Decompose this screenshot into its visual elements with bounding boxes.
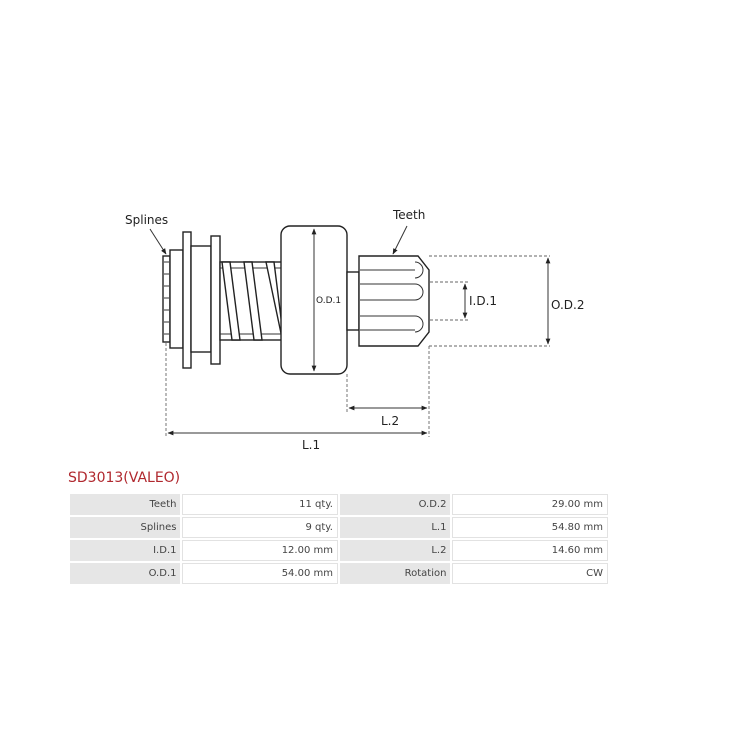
- product-title: SD3013(VALEO): [68, 470, 181, 486]
- callout-splines: Splines: [125, 213, 168, 255]
- label-l1: L.1: [302, 438, 320, 452]
- spec-key: Rotation: [339, 563, 451, 584]
- spec-key: I.D.1: [70, 540, 181, 561]
- washer-flange: [182, 231, 221, 369]
- label-splines: Splines: [125, 213, 168, 227]
- spec-value: 9 qty.: [182, 517, 338, 538]
- dimension-l2: L.2: [348, 405, 428, 428]
- table-row: O.D.1 54.00 mm Rotation CW: [70, 563, 608, 584]
- spec-value: 54.00 mm: [182, 563, 338, 584]
- spec-key: O.D.2: [339, 494, 451, 515]
- spec-table: Teeth 11 qty. O.D.2 29.00 mm Splines 9 q…: [68, 492, 610, 586]
- spec-key: O.D.1: [70, 563, 181, 584]
- pinion-gear: [358, 255, 430, 347]
- spec-key: Splines: [70, 517, 181, 538]
- extension-lines: [165, 255, 550, 437]
- callout-teeth: Teeth: [392, 208, 425, 255]
- spec-value: 11 qty.: [182, 494, 338, 515]
- label-od1: O.D.1: [316, 296, 341, 306]
- spec-key: Teeth: [70, 494, 181, 515]
- spec-value: 14.60 mm: [452, 540, 608, 561]
- table-row: I.D.1 12.00 mm L.2 14.60 mm: [70, 540, 608, 561]
- spec-value: CW: [452, 563, 608, 584]
- splined-hub: [162, 249, 184, 349]
- dimension-id1: I.D.1: [462, 283, 497, 319]
- table-row: Splines 9 qty. L.1 54.80 mm: [70, 517, 608, 538]
- spec-key: L.2: [339, 540, 451, 561]
- starter-drive-diagram: O.D.1 I.D.1 O.D.2 L.2 L.1 Splines Teeth: [125, 208, 584, 452]
- label-l2: L.2: [381, 414, 399, 428]
- spec-key: L.1: [339, 517, 451, 538]
- label-teeth: Teeth: [392, 208, 425, 222]
- spec-value: 54.80 mm: [452, 517, 608, 538]
- label-id1: I.D.1: [469, 294, 497, 308]
- dimension-l1: L.1: [167, 430, 428, 452]
- spec-value: 12.00 mm: [182, 540, 338, 561]
- spec-value: 29.00 mm: [452, 494, 608, 515]
- dimension-od1: O.D.1: [311, 228, 341, 372]
- dimension-od2: O.D.2: [545, 257, 584, 345]
- pinion-shaft: [346, 271, 360, 331]
- spring-coils: [221, 261, 283, 341]
- label-od2: O.D.2: [551, 298, 584, 312]
- table-row: Teeth 11 qty. O.D.2 29.00 mm: [70, 494, 608, 515]
